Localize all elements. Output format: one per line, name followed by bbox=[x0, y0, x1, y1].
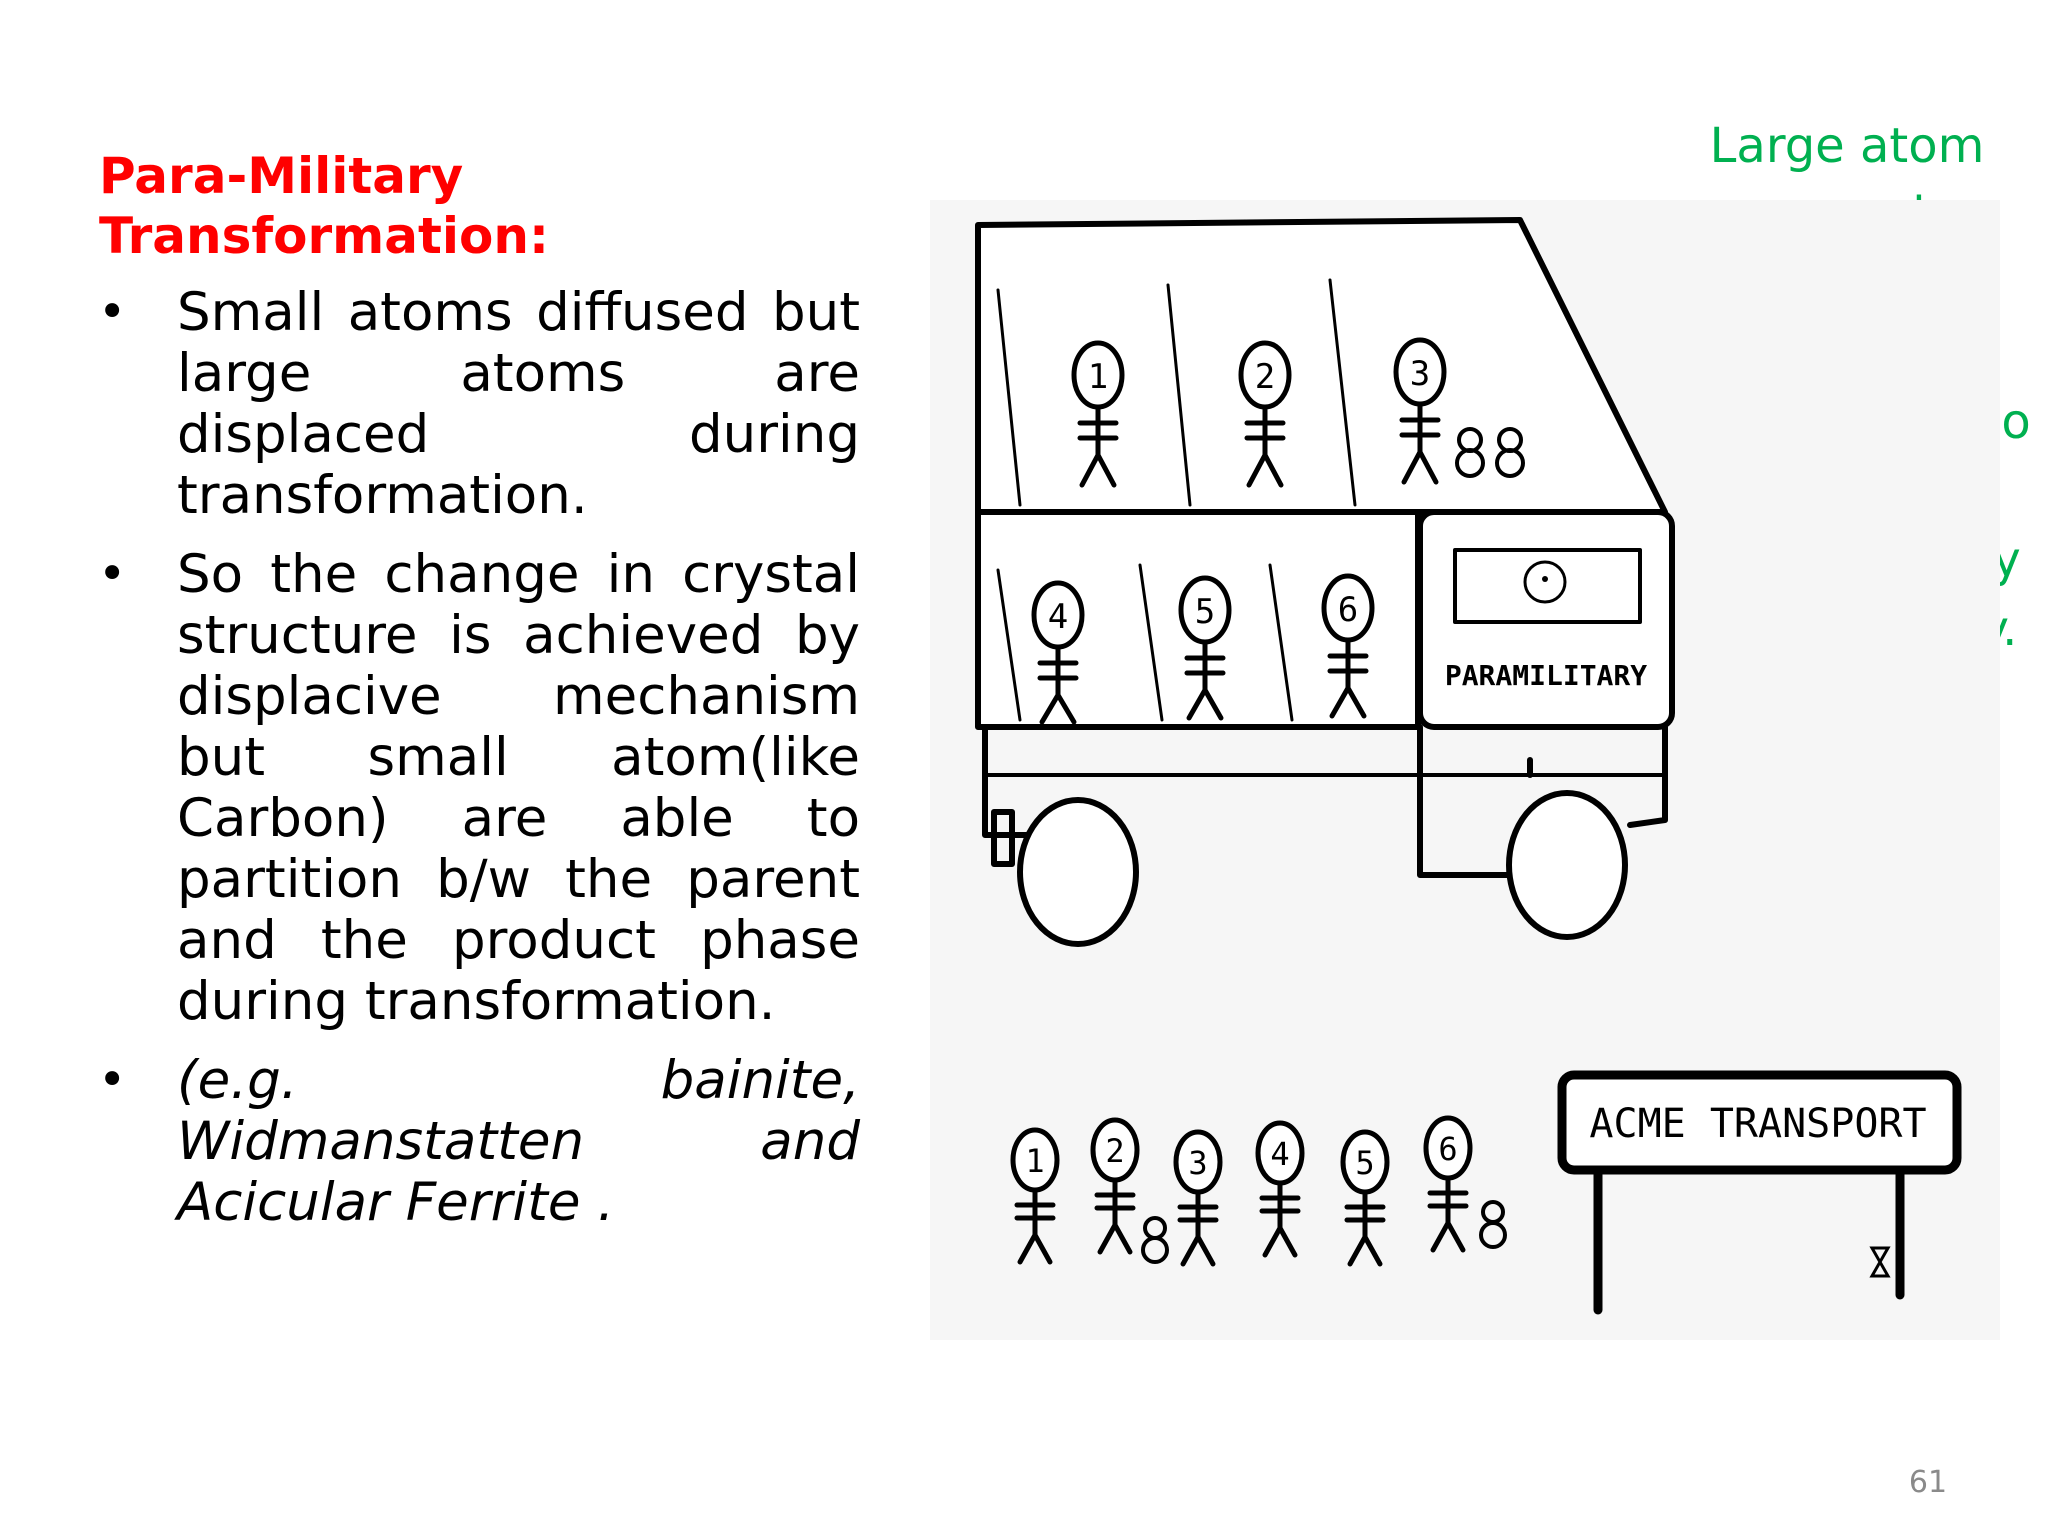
soldier-body bbox=[1094, 1177, 1136, 1255]
soldier-number: 5 bbox=[1355, 1144, 1374, 1182]
soldier-body bbox=[1327, 637, 1369, 719]
truck-soldier bbox=[1238, 340, 1292, 488]
soldier-body bbox=[1184, 639, 1226, 721]
truck-door bbox=[1417, 724, 1523, 878]
truck-soldier bbox=[1178, 575, 1232, 721]
bus-stop-sign bbox=[1557, 1070, 1962, 1315]
truck-soldier bbox=[1031, 580, 1085, 725]
truck-label: PARAMILITARY bbox=[1445, 659, 1647, 692]
soldier-body bbox=[1037, 644, 1079, 725]
queue-soldier bbox=[1340, 1129, 1390, 1267]
carbon-atom-pair bbox=[1455, 427, 1525, 478]
carbon-atom-bottom bbox=[1141, 1236, 1169, 1264]
truck-cab-window bbox=[1453, 548, 1642, 624]
truck-window-divider bbox=[996, 288, 1022, 507]
driver-eye bbox=[1542, 576, 1548, 582]
bullet-dot: • bbox=[98, 284, 127, 340]
truck-window-divider bbox=[1138, 563, 1164, 722]
soldier-number: 5 bbox=[1195, 592, 1215, 632]
queue-soldier bbox=[1255, 1120, 1305, 1258]
queue-soldier bbox=[1423, 1115, 1473, 1253]
truck-soldier bbox=[1321, 573, 1375, 719]
paramilitary-cartoon: PARAMILITARY 1 2 3 4 bbox=[930, 200, 2000, 1340]
soldier-body bbox=[1427, 1175, 1469, 1253]
soldier-body bbox=[1259, 1180, 1301, 1258]
soldier-number: 2 bbox=[1105, 1132, 1124, 1170]
carbon-atom-pair bbox=[1479, 1200, 1507, 1249]
soldier-number: 3 bbox=[1188, 1144, 1207, 1182]
queue-soldier bbox=[1090, 1117, 1140, 1255]
truck-window-divider bbox=[1166, 283, 1192, 507]
soldier-number: 1 bbox=[1025, 1142, 1044, 1180]
bullet-dot: • bbox=[98, 1052, 127, 1108]
bullet-dot: • bbox=[98, 546, 127, 602]
bullet-text: (e.g. bainite, Widmanstatten and Acicula… bbox=[177, 1050, 860, 1233]
soldier-body bbox=[1344, 1189, 1386, 1267]
slide-heading: Para-Military Transformation: bbox=[99, 147, 549, 265]
truck-cab bbox=[1417, 509, 1675, 730]
carbon-atom-bottom bbox=[1479, 1221, 1507, 1249]
soldier-number: 4 bbox=[1048, 597, 1068, 637]
truck-front bbox=[1627, 724, 1668, 828]
truck-soldier bbox=[1071, 340, 1125, 488]
carbon-atom-pair bbox=[1141, 1216, 1169, 1264]
soldier-number: 4 bbox=[1270, 1135, 1289, 1173]
truck-soldier bbox=[1393, 337, 1447, 485]
driver-head bbox=[1523, 560, 1567, 604]
bullet-item: • So the change in crystal structure is … bbox=[92, 544, 860, 1032]
sign-board bbox=[1557, 1070, 1962, 1175]
soldier-body bbox=[1014, 1187, 1056, 1265]
soldier-body bbox=[1077, 404, 1119, 488]
truck-window-divider bbox=[1268, 563, 1294, 722]
queue-soldier bbox=[1010, 1127, 1060, 1265]
soldier-number: 6 bbox=[1438, 1130, 1457, 1168]
hourglass-icon bbox=[1869, 1246, 1891, 1278]
bullet-list: • Small atoms diffused but large atoms a… bbox=[92, 282, 860, 1251]
truck-front-wheel bbox=[1506, 790, 1628, 940]
bullet-text: So the change in crystal structure is ac… bbox=[177, 544, 860, 1032]
page-number: 61 bbox=[1908, 1465, 1948, 1500]
queue-soldier bbox=[1173, 1129, 1223, 1267]
carbon-atom-bottom bbox=[1495, 448, 1525, 478]
soldier-body bbox=[1244, 404, 1286, 488]
bullet-item: • (e.g. bainite, Widmanstatten and Acicu… bbox=[92, 1050, 860, 1233]
soldier-number: 1 bbox=[1088, 357, 1108, 397]
soldier-number: 6 bbox=[1338, 590, 1358, 630]
bullet-text: Small atoms diffused but large atoms are… bbox=[177, 282, 860, 526]
truck-tail-light bbox=[991, 809, 1015, 867]
soldier-body bbox=[1399, 401, 1441, 485]
soldier-number: 2 bbox=[1255, 357, 1275, 397]
truck-window-divider bbox=[996, 568, 1022, 722]
truck-rear-wheel bbox=[1017, 797, 1139, 947]
sign-label: ACME TRANSPORT bbox=[1589, 1101, 1926, 1147]
bullet-item: • Small atoms diffused but large atoms a… bbox=[92, 282, 860, 526]
soldier-body bbox=[1177, 1189, 1219, 1267]
truck-window-divider bbox=[1328, 278, 1357, 507]
soldier-number: 3 bbox=[1410, 354, 1430, 394]
hourglass-shape bbox=[1869, 1246, 1891, 1278]
carbon-atom-bottom bbox=[1455, 448, 1485, 478]
